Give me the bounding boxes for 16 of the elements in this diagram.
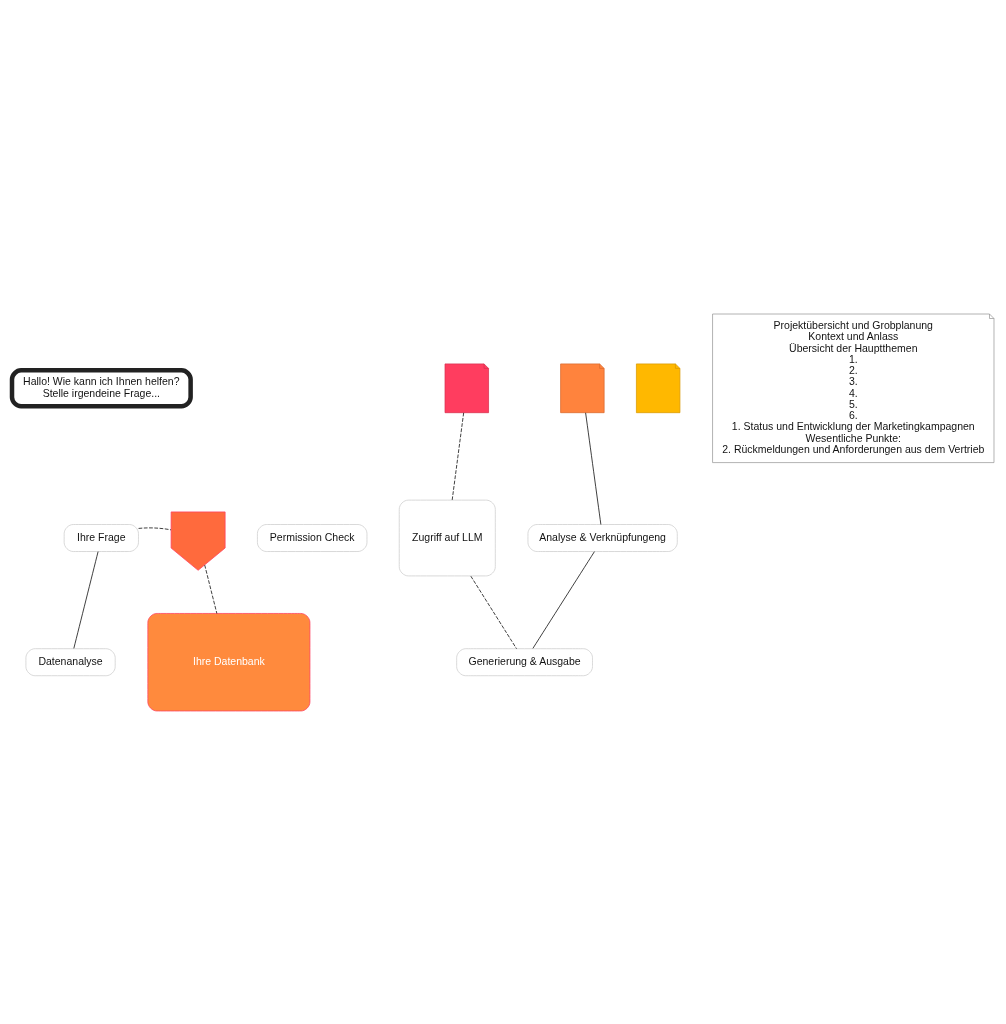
- connector: [470, 575, 517, 649]
- connector: [532, 550, 595, 649]
- node-box: Hallo! Wie kann ich Ihnen helfen? Stelle irgendeine Frage...: [9, 367, 193, 409]
- connector: [451, 412, 465, 500]
- connector: [204, 564, 218, 614]
- node-box: Datenanalyse: [25, 647, 116, 676]
- node-shield: [170, 511, 226, 571]
- connector: [138, 527, 172, 530]
- connector: [585, 412, 602, 525]
- node-box: Permission Check: [257, 523, 368, 552]
- connector: [73, 550, 99, 649]
- node-box: Ihre Datenbank: [147, 612, 311, 711]
- node-box: Ihre Frage: [63, 523, 139, 552]
- node-box: Analyse & Verknüpfungeng: [527, 523, 678, 552]
- node-box: Generierung & Ausgabe: [456, 647, 593, 676]
- node-box: Zugriff auf LLM: [398, 499, 496, 576]
